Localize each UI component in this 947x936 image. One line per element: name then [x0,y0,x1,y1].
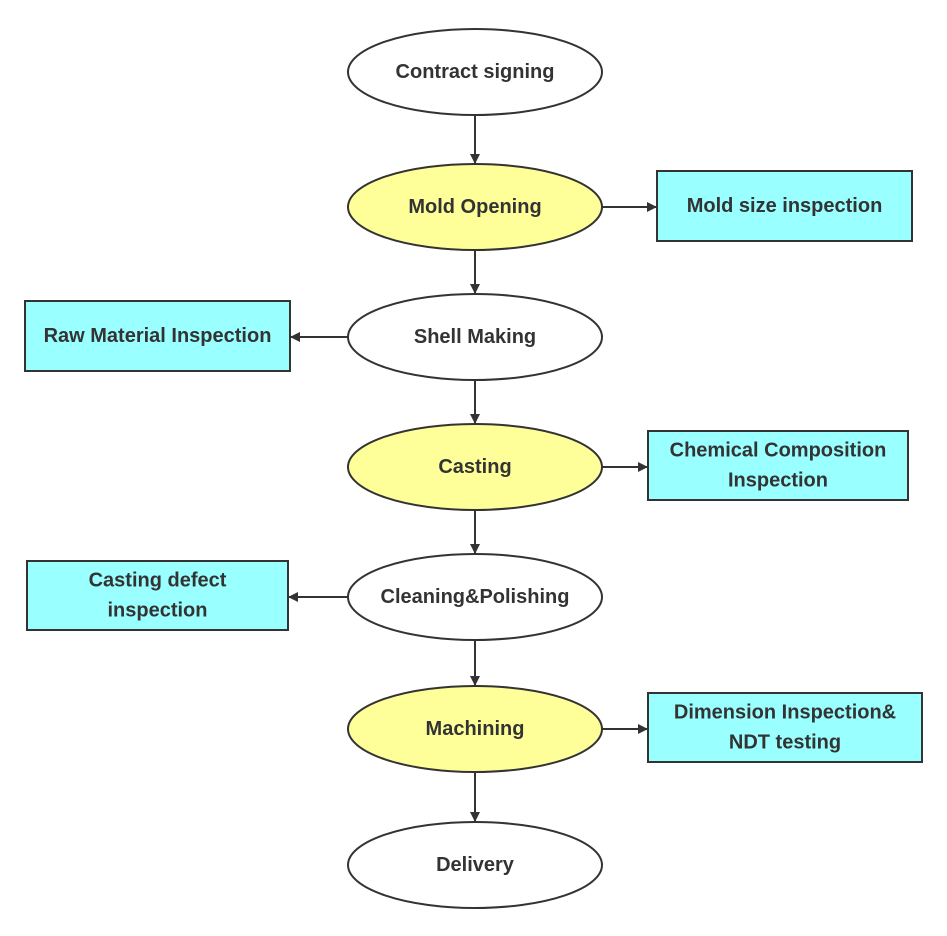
inspection-casting-defect-inspection-box [26,560,289,631]
step-casting[interactable]: Casting [347,423,603,511]
inspection-mold-size-inspection-label-line-1: Mold size inspection [687,195,883,217]
step-contract-signing-shape [347,28,603,116]
inspection-chemical-composition-inspection-label-line-2: Inspection [728,470,828,492]
step-delivery-shape [347,821,603,909]
inspection-casting-defect-inspection-label-line-1: Casting defect [89,570,227,592]
step-cleaning-polishing-label: Cleaning&Polishing [381,586,570,608]
step-contract-signing-label: Contract signing [396,61,555,83]
inspection-dimension-inspection-ndt-label-line-1: Dimension Inspection& [674,702,896,724]
step-shell-making[interactable]: Shell Making [347,293,603,381]
step-mold-opening-label: Mold Opening [408,196,541,218]
inspection-mold-size-inspection[interactable]: Mold size inspection [656,170,913,242]
inspection-chemical-composition-inspection-box [647,430,909,501]
step-shell-making-label: Shell Making [414,326,536,348]
inspection-mold-size-inspection-box [656,170,913,242]
inspection-dimension-inspection-ndt-box [647,692,923,763]
inspection-casting-defect-inspection[interactable]: Casting defect inspection [26,560,289,631]
inspection-dimension-inspection-ndt[interactable]: Dimension Inspection&NDT testing [647,692,923,763]
inspection-casting-defect-inspection-label-line-2: inspection [107,600,207,622]
inspection-raw-material-inspection-label-line-1: Raw Material Inspection [44,325,272,347]
step-mold-opening-shape [347,163,603,251]
step-casting-shape [347,423,603,511]
inspection-raw-material-inspection[interactable]: Raw Material Inspection [24,300,291,372]
step-casting-label: Casting [438,456,511,478]
step-delivery[interactable]: Delivery [347,821,603,909]
inspection-chemical-composition-inspection-label-line-1: Chemical Composition [670,440,887,462]
step-machining[interactable]: Machining [347,685,603,773]
step-machining-label: Machining [426,718,525,740]
step-shell-making-shape [347,293,603,381]
step-cleaning-polishing[interactable]: Cleaning&Polishing [347,553,603,641]
inspection-raw-material-inspection-box [24,300,291,372]
step-cleaning-polishing-shape [347,553,603,641]
step-delivery-label: Delivery [436,854,515,876]
inspection-dimension-inspection-ndt-label-line-2: NDT testing [729,732,841,754]
step-machining-shape [347,685,603,773]
step-mold-opening[interactable]: Mold Opening [347,163,603,251]
step-contract-signing[interactable]: Contract signing [347,28,603,116]
